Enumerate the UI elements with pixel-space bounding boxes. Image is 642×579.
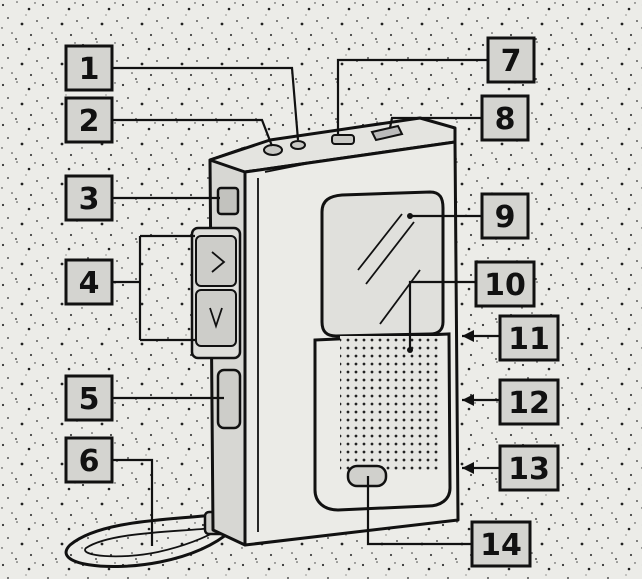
callout-8: 8 — [482, 96, 528, 140]
callout-label: 3 — [79, 182, 100, 217]
recorder-body — [192, 118, 458, 545]
callout-10: 10 — [476, 262, 534, 306]
callout-9: 9 — [482, 194, 528, 238]
callout-label: 13 — [508, 452, 550, 487]
callout-label: 5 — [79, 382, 100, 417]
callout-12: 12 — [500, 380, 558, 424]
callout-label: 12 — [508, 386, 550, 421]
top-switch — [332, 135, 354, 144]
callout-label: 9 — [495, 200, 516, 235]
side-switch-3 — [218, 188, 238, 214]
callout-11: 11 — [500, 316, 558, 360]
callout-4: 4 — [66, 260, 112, 304]
earphone-jack — [291, 141, 305, 149]
callout-label: 7 — [501, 44, 522, 79]
callout-6: 6 — [66, 438, 112, 482]
callout-label: 11 — [508, 322, 550, 357]
mic-jack — [264, 145, 282, 155]
callout-7: 7 — [488, 38, 534, 82]
callout-label: 6 — [79, 444, 100, 479]
callout-13: 13 — [500, 446, 558, 490]
speaker-grille — [340, 336, 438, 470]
side-button-block — [192, 228, 240, 358]
callout-label: 10 — [484, 268, 526, 303]
callout-label: 4 — [79, 266, 100, 301]
callout-label: 8 — [495, 102, 516, 137]
callout-5: 5 — [66, 376, 112, 420]
callout-1: 1 — [66, 46, 112, 90]
callout-3: 3 — [66, 176, 112, 220]
callout-label: 2 — [79, 104, 100, 139]
callout-14: 14 — [472, 522, 530, 566]
callout-label: 1 — [79, 52, 100, 87]
callout-2: 2 — [66, 98, 112, 142]
callout-label: 14 — [480, 528, 522, 563]
